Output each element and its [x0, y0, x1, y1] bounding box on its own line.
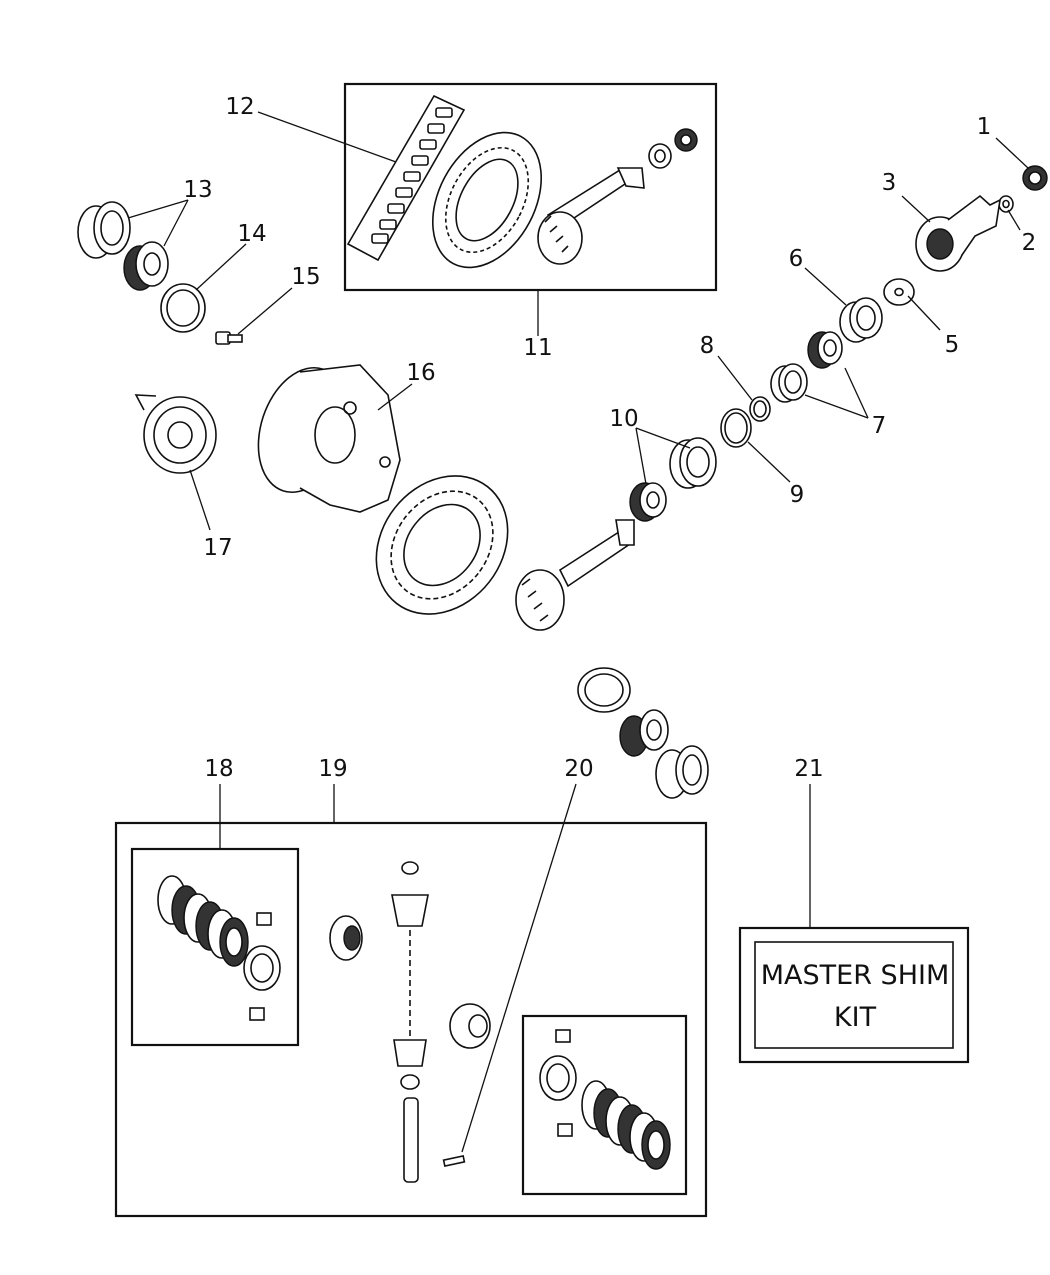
callout-19: 19 [318, 756, 347, 782]
clutch-assembly-icon [134, 394, 217, 474]
shim-icon [720, 408, 752, 448]
bearing-cone-icon [123, 241, 169, 291]
callout-15: 15 [291, 264, 320, 290]
bolt-icon [215, 331, 243, 345]
bearing-cup-icon [669, 437, 717, 489]
pinion-gear-icon [515, 519, 635, 631]
bearing-cone-icon [619, 709, 669, 757]
differential-case-icon [257, 364, 401, 513]
shim-icon [160, 283, 206, 333]
callout-numbers: 1 2 3 14 5 6 7 8 9 10 11 12 13 15 16 17 … [183, 94, 1036, 782]
side-gear-icon [329, 915, 491, 1049]
callout-2: 2 [1022, 230, 1037, 256]
ring-gear-icon [375, 475, 509, 615]
kit-label-line1: MASTER SHIM [761, 960, 950, 991]
callout-10: 10 [609, 406, 638, 432]
slinger-washer-icon [883, 278, 915, 306]
pinion-nut-icon [1022, 165, 1048, 191]
ring-pinion-kit-box [343, 82, 718, 292]
callout-20: 20 [564, 756, 593, 782]
clutch-pack-icon [157, 875, 281, 1021]
differential-internals-kit-box [114, 821, 708, 1218]
bearing-cup-icon [77, 201, 131, 259]
callout-21: 21 [794, 756, 823, 782]
callout-18: 18 [204, 756, 233, 782]
cross-shaft-icon [403, 930, 419, 1183]
bolt-set-icon [346, 94, 466, 262]
leader-lines [127, 111, 1029, 1153]
kit-label-line2: KIT [834, 1002, 877, 1033]
pinion-gear-icon [537, 167, 645, 265]
callout-8: 8 [700, 333, 715, 359]
washer-icon [998, 195, 1014, 213]
pinion-nut-icon [648, 128, 698, 169]
callout-13: 13 [183, 177, 212, 203]
callout-5: 5 [945, 332, 960, 358]
bearing-cup-icon [839, 297, 883, 343]
callout-12: 12 [225, 94, 254, 120]
collapsible-spacer-icon [749, 396, 771, 422]
pinion-mate-gear-icon [391, 861, 429, 1090]
callout-1: 1 [977, 114, 992, 140]
callout-14: 14 [237, 221, 266, 247]
yoke-icon [915, 194, 1002, 272]
bearing-cup-icon [770, 363, 808, 403]
callout-3: 3 [882, 170, 897, 196]
clutch-pack-icon [539, 1029, 671, 1170]
callout-9: 9 [790, 482, 805, 508]
master-shim-kit-box: MASTER SHIM KIT [738, 926, 970, 1064]
ring-gear-icon [431, 131, 543, 269]
bearing-cup-icon [655, 745, 709, 799]
bearing-cone-icon [629, 482, 667, 522]
callout-7: 7 [872, 413, 887, 439]
callout-16: 16 [406, 360, 435, 386]
bearing-cone-icon [807, 331, 843, 369]
callout-11: 11 [523, 335, 552, 361]
shim-icon [577, 667, 631, 713]
roll-pin-icon [442, 1155, 466, 1167]
callout-17: 17 [203, 535, 232, 561]
callout-6: 6 [789, 246, 804, 272]
